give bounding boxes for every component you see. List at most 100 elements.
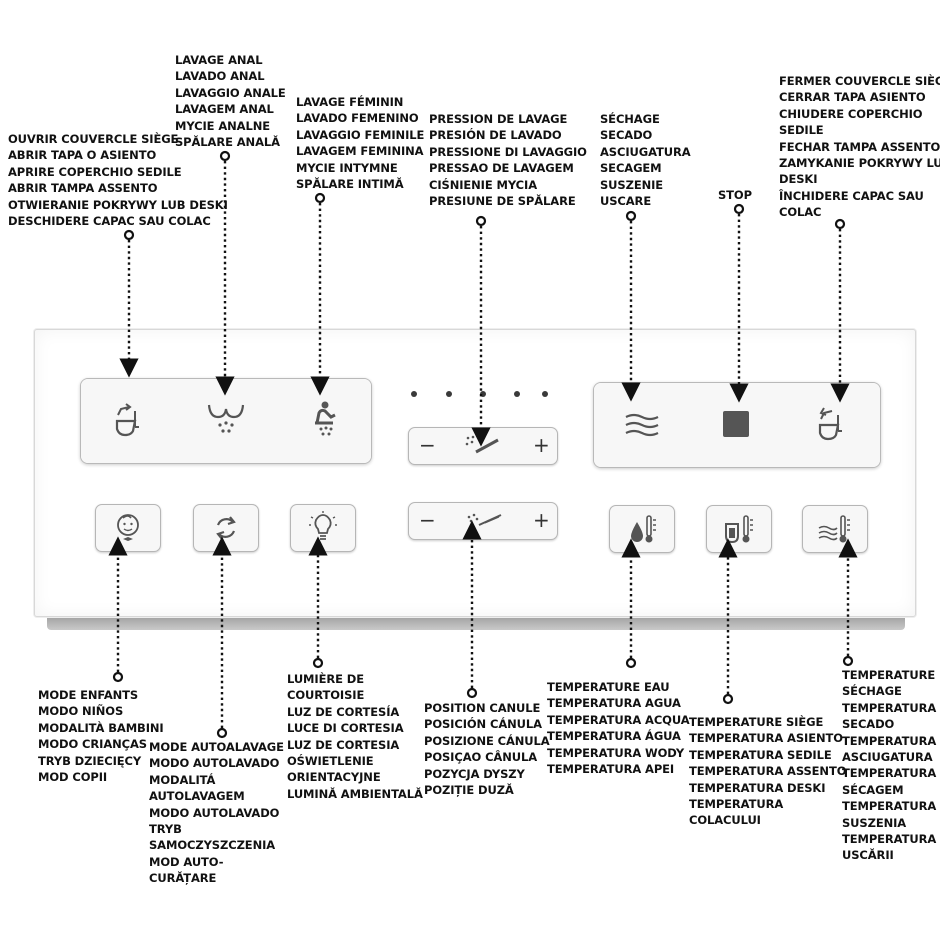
label-line: TEMPERATURA APEI <box>547 762 675 777</box>
drying-button[interactable] <box>594 383 690 467</box>
label-line: MOD COPII <box>38 770 108 785</box>
pressure-level-dot <box>514 391 520 397</box>
stop-icon <box>723 411 749 437</box>
water-temp-icon <box>631 515 656 543</box>
label-line: SECAGEM <box>600 161 662 176</box>
label-courtesy-light: LUMIÈRE DE COURTOISIE LUZ DE CORTESÍA LU… <box>287 672 423 801</box>
label-line: SPĂLARE INTIMĂ <box>296 177 404 192</box>
leader-end-dot <box>475 215 487 227</box>
label-line: LAVAGE FÉMININ <box>296 95 404 109</box>
label-line: PRESSION DE LAVAGE <box>429 112 568 126</box>
pressure-level-dot <box>446 391 452 397</box>
label-line: USCARE <box>600 194 652 209</box>
label-line: MODO CRIANÇAS <box>38 737 147 752</box>
kids-mode-button[interactable] <box>95 504 161 552</box>
leader-end-dot <box>834 218 846 230</box>
label-stop: STOP <box>718 187 752 203</box>
pressure-level-dot <box>542 391 548 397</box>
label-line: CIŚNIENIE MYCIA <box>429 177 538 192</box>
label-line: ASCIUGATURA <box>600 144 691 159</box>
feminine-wash-icon <box>315 401 336 436</box>
label-line: STOP <box>718 188 752 202</box>
anal-wash-icon <box>207 404 245 433</box>
pressure-minus-button[interactable]: − <box>419 433 436 457</box>
label-line: POSICIÓN CÁNULA <box>424 717 542 732</box>
label-line: OUVRIR COUVERCLE SIÈGE <box>8 132 179 146</box>
leader-end-dot <box>842 655 854 667</box>
label-line: DESCHIDERE CAPAC SAU COLAC <box>8 214 211 229</box>
label-line: SECADO <box>600 128 653 143</box>
position-minus-button[interactable]: − <box>419 508 436 532</box>
label-line: MYCIE ANALNE <box>175 118 270 133</box>
pressure-level-dot <box>411 391 417 397</box>
label-line: PRESSAO DE LAVAGEM <box>429 161 574 176</box>
label-open-lid: OUVRIR COUVERCLE SIÈGE ABRIR TAPA O ASIEN… <box>8 131 228 229</box>
label-auto-wash: MODE AUTOALAVAGE MODO AUTOLAVADO MODALIT… <box>149 740 284 886</box>
label-line: APRIRE COPERCHIO SEDILE <box>8 164 182 179</box>
label-line: LAVADO FEMENINO <box>296 111 419 126</box>
label-seat-temp: TEMPERATURE SIÈGE TEMPERATURA ASIENTO TE… <box>689 715 847 828</box>
leader-end-dot <box>219 150 231 162</box>
label-line: LAVAGEM ANAL <box>175 102 274 117</box>
label-line: TRYB DZIECIĘCY <box>38 753 142 768</box>
label-line: TEMPERATURA AGUA <box>547 696 681 711</box>
leader-end-dot <box>314 192 326 204</box>
label-line: PRESSIONE DI LAVAGGIO <box>429 144 587 159</box>
label-line: MODE ENFANTS <box>38 688 139 702</box>
open-lid-icon <box>115 403 139 437</box>
leader-end-dot <box>625 657 637 669</box>
leader-end-dot <box>312 657 324 669</box>
label-line: ABRIR TAPA O ASIENTO <box>8 148 157 163</box>
leader-end-dot <box>733 203 745 215</box>
drying-icon <box>625 413 659 437</box>
open-lid-button[interactable] <box>81 379 179 463</box>
label-line: MODALITÀ BAMBINI <box>38 720 164 735</box>
leader-end-dot <box>123 229 135 241</box>
label-line: ABRIR TAMPA ASSENTO <box>8 181 158 196</box>
label-line: SÉCHAGE <box>600 112 660 126</box>
label-line: TEMPERATURA ÁGUA <box>547 729 681 744</box>
label-line: POSITION CANULE <box>424 701 541 715</box>
control-panel <box>34 329 916 617</box>
dry-temp-button[interactable] <box>802 505 868 553</box>
label-line: TEMPERATURA ACQUA <box>547 712 690 727</box>
leader-end-dot <box>722 693 734 705</box>
label-line: LAVAGE ANAL <box>175 53 263 67</box>
leader-end-dot <box>625 210 637 222</box>
label-line: MODO NIÑOS <box>38 704 124 719</box>
label-line: TEMPERATURE EAU <box>547 680 670 694</box>
pressure-level-dot <box>480 391 486 397</box>
label-line: OTWIERANIE POKRYWY LUB DESKI <box>8 197 228 212</box>
label-line: SPĂLARE ANALĂ <box>175 135 280 150</box>
label-line: POZIȚIE DUZĂ <box>424 783 514 798</box>
label-line: TEMPERATURA WODY <box>547 745 685 760</box>
label-line: MYCIE INTYMNE <box>296 160 398 175</box>
leader-end-dot <box>466 687 478 699</box>
label-line: SUSZENIE <box>600 177 664 192</box>
label-line: LAVADO ANAL <box>175 69 265 84</box>
seat-temp-button[interactable] <box>706 505 772 553</box>
label-line: POSIZIONE CÁNULA <box>424 733 550 748</box>
label-line: POSIÇAO CÂNULA <box>424 750 538 765</box>
label-line: POZYCJA DYSZY <box>424 766 525 781</box>
label-line: PRESIÓN DE LAVADO <box>429 128 562 143</box>
leader-end-dot <box>112 671 124 683</box>
close-lid-icon <box>818 407 842 441</box>
position-plus-button[interactable]: + <box>533 508 550 532</box>
panel-base <box>47 614 905 630</box>
label-close-lid: FERMER COUVERCLE SIÈGE CERRAR TAPA ASIEN… <box>779 74 940 220</box>
water-temp-button[interactable] <box>609 505 675 553</box>
pressure-plus-button[interactable]: + <box>533 433 550 457</box>
label-line: PRESIUNE DE SPĂLARE <box>429 194 576 209</box>
label-line: LAVAGGIO ANALE <box>175 85 286 100</box>
label-line: LAVAGEM FEMININA <box>296 144 424 159</box>
